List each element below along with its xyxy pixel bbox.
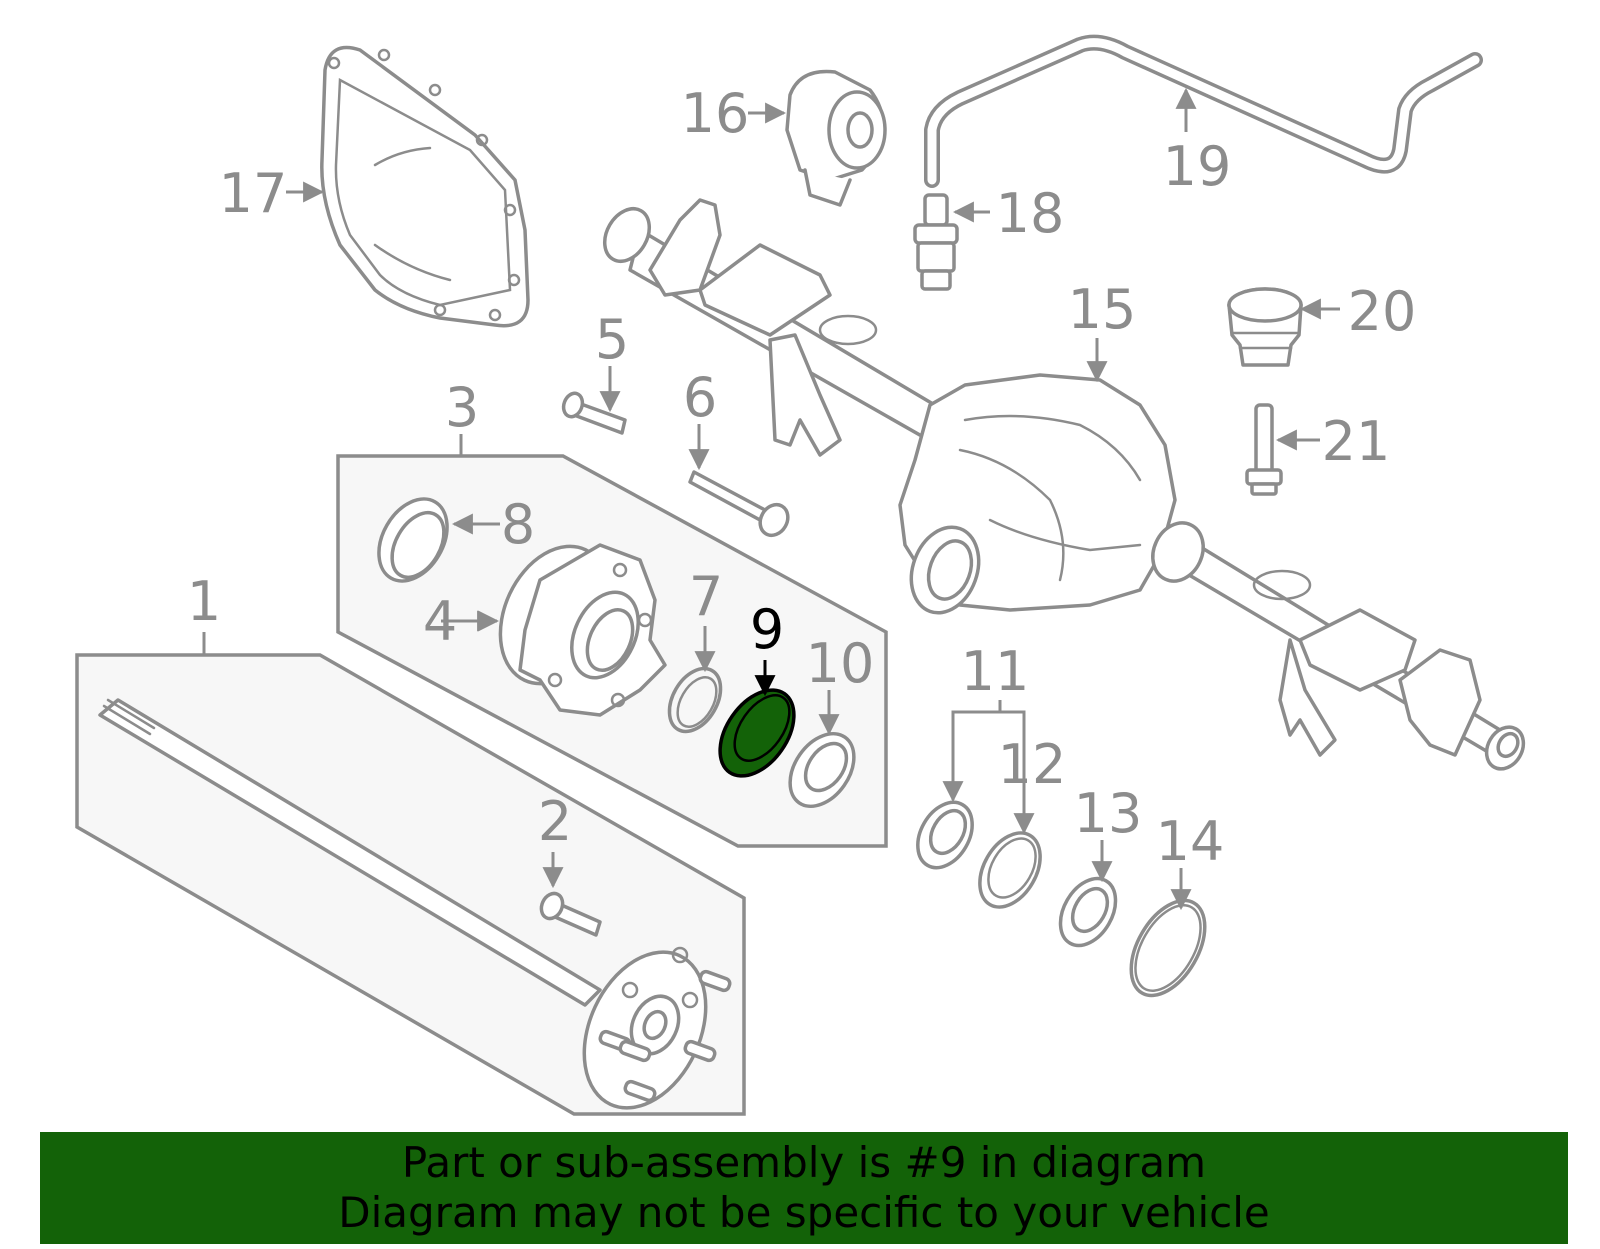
- leader-lines: [202, 87, 1340, 911]
- part-16-bushing: [785, 69, 887, 207]
- part-2-wheel-stud: [539, 891, 602, 937]
- part-21-bolt: [1245, 403, 1283, 496]
- info-banner: Part or sub-assembly is #9 in diagram Di…: [40, 1132, 1568, 1244]
- part-17-cover: [320, 45, 530, 328]
- banner-line-1: Part or sub-assembly is #9 in diagram: [401, 1138, 1207, 1187]
- callout-12: 12: [998, 733, 1067, 796]
- callout-6: 6: [683, 366, 717, 429]
- callout-17: 17: [219, 162, 288, 225]
- part-6-long-bolt: [688, 470, 790, 538]
- callout-1: 1: [187, 570, 221, 633]
- callout-8: 8: [501, 493, 535, 556]
- part-19-vent-hose: [924, 34, 1483, 188]
- callout-4: 4: [423, 590, 457, 653]
- part-5-bolt: [561, 391, 627, 435]
- part-10-bearing: [788, 732, 856, 808]
- part-1-axle-shaft: [75, 653, 746, 1116]
- part-4-hub: [498, 543, 667, 717]
- banner-line-2: Diagram may not be specific to your vehi…: [338, 1188, 1270, 1237]
- part-13-bearing: [1058, 876, 1118, 948]
- callout-3: 3: [445, 376, 479, 439]
- callout-15: 15: [1068, 278, 1137, 341]
- callout-14: 14: [1156, 810, 1225, 873]
- part-9-seal-highlighted: [718, 688, 796, 778]
- callout-7: 7: [689, 565, 723, 628]
- part-12-ring: [978, 831, 1042, 909]
- callout-labels: 1 2 3 4 5 6 7 8 9 10 11 12 13 14 15 16 1…: [187, 82, 1417, 873]
- part-8-seal: [377, 497, 449, 583]
- part-18-vent-fitting: [913, 193, 959, 291]
- callout-2: 2: [538, 790, 572, 853]
- callout-20: 20: [1348, 280, 1417, 343]
- part-15-axle-housing: [602, 198, 1526, 771]
- callout-10: 10: [806, 632, 875, 695]
- callout-19: 19: [1163, 135, 1232, 198]
- part-14-o-ring: [1129, 898, 1207, 998]
- part-11-seal: [916, 800, 974, 870]
- callout-11: 11: [961, 640, 1030, 703]
- callout-18: 18: [996, 182, 1065, 245]
- callout-16: 16: [681, 82, 750, 145]
- part-20-plug: [1227, 287, 1303, 367]
- callout-9-highlighted: 9: [750, 598, 784, 661]
- callout-21: 21: [1322, 410, 1391, 473]
- callout-5: 5: [595, 308, 629, 371]
- callout-13: 13: [1074, 782, 1143, 845]
